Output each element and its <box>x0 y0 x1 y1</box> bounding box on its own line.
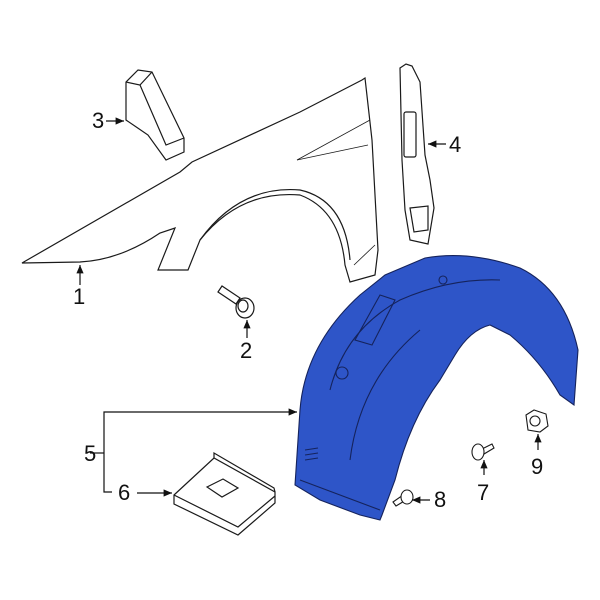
callout-2: 2 <box>240 338 253 363</box>
bolt-part[interactable] <box>217 285 255 319</box>
callout-1: 1 <box>73 284 86 309</box>
fender-liner-part[interactable] <box>294 254 579 521</box>
callout-7: 7 <box>477 480 490 505</box>
liner-panel-part[interactable] <box>173 451 276 536</box>
callout-3: 3 <box>92 108 105 133</box>
insulator-block-part[interactable] <box>125 69 185 161</box>
nut-part[interactable] <box>525 409 549 433</box>
callout-8: 8 <box>434 487 447 512</box>
fender-part[interactable] <box>21 76 379 283</box>
callout-4: 4 <box>449 132 462 157</box>
push-clip-8-part[interactable] <box>392 489 414 507</box>
callout-9: 9 <box>531 454 544 479</box>
push-clip-7-part[interactable] <box>471 443 495 461</box>
callout-6: 6 <box>118 480 131 505</box>
callout-5: 5 <box>84 441 97 466</box>
fender-bracket-part[interactable] <box>399 63 435 245</box>
leader-lines <box>76 117 542 504</box>
